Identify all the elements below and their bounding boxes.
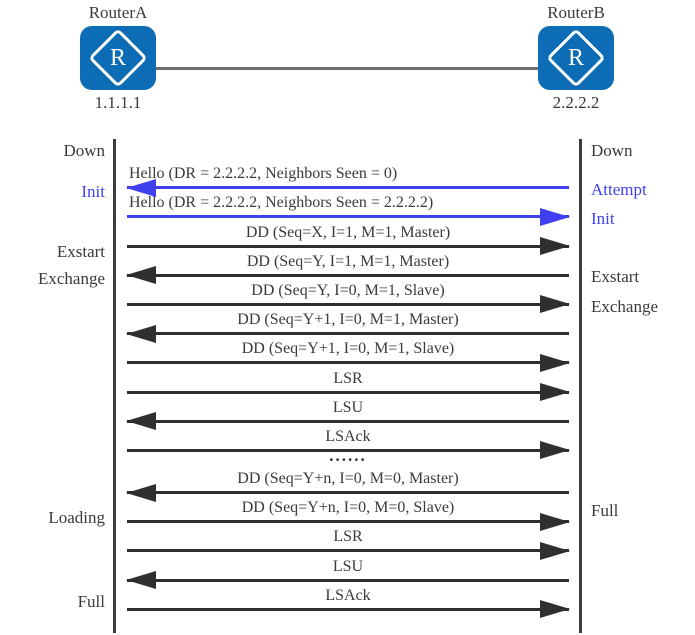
router-a-ip: 1.1.1.1 [94, 93, 142, 112]
message-row: DD (Seq=Y, I=0, M=1, Slave) [127, 277, 570, 314]
arrow-left-icon [126, 178, 569, 197]
arrow-left-icon [126, 483, 569, 502]
arrow-right-icon [127, 207, 570, 226]
router-icon: R [538, 26, 614, 90]
state-label-right-exstart: Exstart [591, 267, 640, 286]
router-icon: R [80, 26, 156, 90]
message-row: DD (Seq=Y+1, I=0, M=1, Master) [126, 306, 569, 343]
message-label: Hello (DR = 2.2.2.2, Neighbors Seen = 2.… [129, 194, 434, 212]
router-a: RouterA R 1.1.1.1 [68, 4, 168, 112]
message-label: DD (Seq=Y+n, I=0, M=0, Master) [237, 470, 459, 488]
message-row: DD (Seq=Y, I=1, M=1, Master) [126, 248, 569, 285]
message-row: LSU [126, 394, 569, 431]
message-label: DD (Seq=Y+n, I=0, M=0, Slave) [241, 499, 455, 517]
router-b-ip: 2.2.2.2 [552, 93, 600, 112]
arrow-right-icon [127, 353, 570, 372]
message-row: DD (Seq=Y+n, I=0, M=0, Slave) [127, 494, 570, 531]
message-row: DD (Seq=Y+1, I=0, M=1, Slave) [127, 335, 570, 372]
state-label-left-full: Full [77, 592, 105, 611]
state-label-left-init: Init [81, 182, 105, 201]
message-label: DD (Seq=Y, I=1, M=1, Master) [246, 252, 450, 270]
router-b: RouterB R 2.2.2.2 [526, 4, 626, 112]
arrow-right-icon [127, 295, 570, 314]
state-label-right-full: Full [591, 501, 619, 520]
message-label: LSU [332, 398, 364, 416]
arrow-left-icon [126, 571, 569, 590]
message-label: DD (Seq=Y, I=0, M=1, Slave) [251, 281, 445, 299]
message-row: Hello (DR = 2.2.2.2, Neighbors Seen = 2.… [127, 189, 570, 226]
arrow-left-icon [126, 412, 569, 431]
state-label-left-loading: Loading [48, 508, 105, 527]
message-row: LSAck [127, 582, 570, 619]
state-label-right-attempt: Attempt [591, 180, 647, 199]
message-label: DD (Seq=Y+1, I=0, M=1, Master) [237, 311, 459, 329]
lifeline-router-b [579, 139, 582, 633]
state-label-right-exchange: Exchange [591, 297, 659, 316]
message-label: LSR [333, 369, 363, 387]
state-label-left-exstart: Exstart [56, 242, 105, 261]
arrow-right-icon [127, 383, 570, 401]
arrow-right-icon [127, 512, 570, 531]
router-b-name: RouterB [547, 3, 605, 22]
message-label: LSR [333, 528, 363, 546]
ellipsis-dots: ...... [329, 445, 367, 465]
message-label: Hello (DR = 2.2.2.2, Neighbors Seen = 0) [129, 165, 398, 183]
message-row: LSR [127, 523, 570, 560]
router-a-name: RouterA [88, 3, 148, 22]
arrow-left-icon [126, 266, 569, 285]
message-label: LSAck [325, 427, 371, 445]
state-label-right-init: Init [591, 209, 615, 228]
message-row: LSR [127, 364, 570, 401]
arrow-right-icon [127, 441, 570, 460]
message-label: LSAck [325, 586, 371, 604]
router-icon-letter: R [109, 44, 127, 71]
message-label: DD (Seq=Y+1, I=0, M=1, Slave) [241, 340, 455, 358]
message-label: DD (Seq=X, I=1, M=1, Master) [245, 223, 451, 241]
message-row: DD (Seq=X, I=1, M=1, Master) [127, 218, 570, 256]
message-row: LSAck [127, 423, 570, 460]
lifeline-router-a [113, 139, 116, 633]
message-row: DD (Seq=Y+n, I=0, M=0, Master) [126, 465, 569, 502]
message-row: Hello (DR = 2.2.2.2, Neighbors Seen = 0) [126, 160, 569, 197]
message-list: Hello (DR = 2.2.2.2, Neighbors Seen = 0)… [126, 160, 570, 619]
state-label-left-down: Down [63, 141, 105, 160]
state-label-right-down: Down [591, 141, 633, 160]
arrow-left-icon [126, 324, 569, 343]
router-icon-letter: R [567, 44, 585, 71]
arrow-right-icon [127, 600, 570, 619]
arrow-right-icon [127, 541, 570, 560]
link-line [156, 67, 538, 70]
message-row: LSU [126, 552, 569, 590]
arrow-right-icon [127, 237, 570, 256]
state-label-left-exchange: Exchange [37, 269, 105, 288]
message-label: LSU [332, 557, 364, 575]
